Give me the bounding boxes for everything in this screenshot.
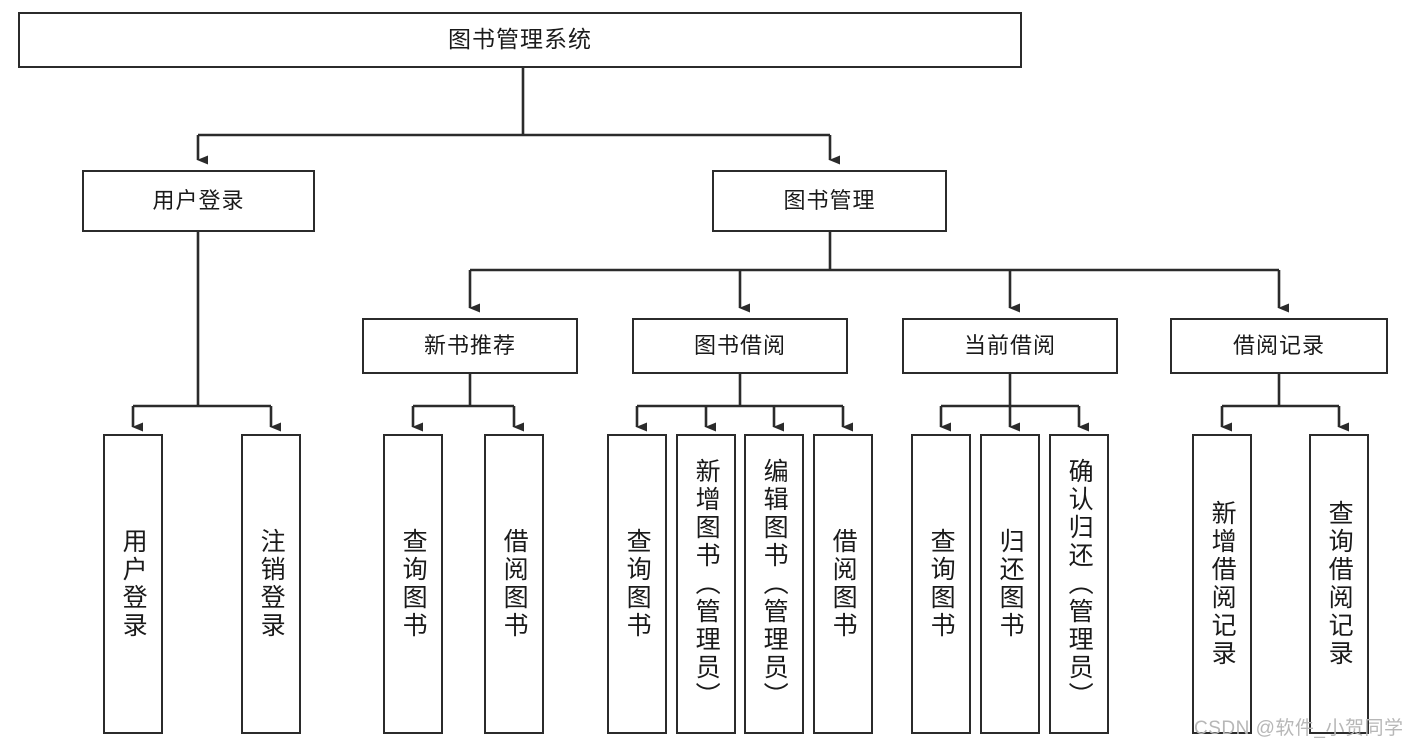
node-label: 查询借阅记录 (1325, 500, 1354, 668)
node-root-book-management-system[interactable]: 图书管理系统 (18, 12, 1022, 68)
node-label: 查询图书 (623, 528, 652, 640)
leaf-query-borrow-record[interactable]: 查询借阅记录 (1309, 434, 1369, 734)
node-label: 编辑图书（管理员） (760, 458, 789, 710)
node-label: 新书推荐 (423, 333, 516, 359)
leaf-query-book-2[interactable]: 查询图书 (607, 434, 667, 734)
node-label: 归还图书 (996, 528, 1025, 640)
node-label: 查询图书 (399, 528, 428, 640)
node-label: 图书管理 (783, 188, 876, 214)
node-label: 用户登录 (119, 528, 148, 640)
leaf-edit-book-admin[interactable]: 编辑图书（管理员） (744, 434, 804, 734)
leaf-confirm-return-admin[interactable]: 确认归还（管理员） (1049, 434, 1109, 734)
node-borrowing-record[interactable]: 借阅记录 (1170, 318, 1388, 374)
node-label: 图书管理系统 (448, 26, 592, 53)
node-label: 查询图书 (927, 528, 956, 640)
node-user-login[interactable]: 用户登录 (82, 170, 315, 232)
node-label: 借阅图书 (500, 528, 529, 640)
node-book-borrowing[interactable]: 图书借阅 (632, 318, 848, 374)
node-book-management[interactable]: 图书管理 (712, 170, 947, 232)
leaf-borrow-book-1[interactable]: 借阅图书 (484, 434, 544, 734)
node-label: 借阅图书 (829, 528, 858, 640)
node-label: 当前借阅 (963, 333, 1056, 359)
leaf-add-borrow-record[interactable]: 新增借阅记录 (1192, 434, 1252, 734)
leaf-query-book-1[interactable]: 查询图书 (383, 434, 443, 734)
leaf-add-book-admin[interactable]: 新增图书（管理员） (676, 434, 736, 734)
leaf-logout[interactable]: 注销登录 (241, 434, 301, 734)
node-label: 用户登录 (152, 188, 245, 214)
csdn-watermark: CSDN @软件_小贺同学 (1194, 718, 1404, 739)
node-current-borrowing[interactable]: 当前借阅 (902, 318, 1118, 374)
node-label: 新增借阅记录 (1208, 500, 1237, 668)
leaf-user-login[interactable]: 用户登录 (103, 434, 163, 734)
node-label: 确认归还（管理员） (1065, 458, 1094, 710)
leaf-borrow-book-2[interactable]: 借阅图书 (813, 434, 873, 734)
node-new-book-recommendation[interactable]: 新书推荐 (362, 318, 578, 374)
node-label: 借阅记录 (1232, 333, 1325, 359)
leaf-query-book-3[interactable]: 查询图书 (911, 434, 971, 734)
node-label: 图书借阅 (693, 333, 786, 359)
leaf-return-book[interactable]: 归还图书 (980, 434, 1040, 734)
node-label: 注销登录 (257, 528, 286, 640)
node-label: 新增图书（管理员） (692, 458, 721, 710)
